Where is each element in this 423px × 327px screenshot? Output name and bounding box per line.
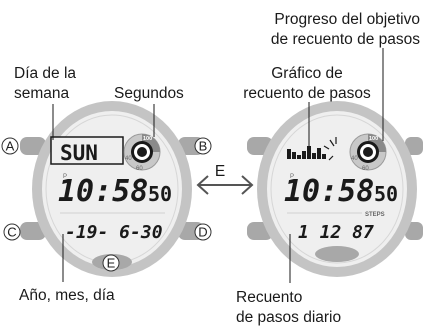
button-d-marker: D — [194, 223, 212, 241]
left-watch-seconds: 50 — [148, 182, 172, 206]
right-watch-face-inner — [270, 114, 404, 264]
right-watch-indicator: P — [290, 174, 294, 180]
switch-arrow: E — [196, 163, 254, 195]
switch-arrow-label: E — [215, 163, 225, 180]
label-seconds: Segundos — [114, 85, 184, 102]
right-watch-dial-mark-100: 100 — [369, 136, 378, 142]
right-watch-seconds: 50 — [374, 182, 398, 206]
label-day-of-week-line1: Día de la — [14, 65, 76, 82]
leader-lines — [52, 48, 384, 283]
right-watch-time: 10:58 — [284, 174, 374, 209]
right-watch-button-e-shape[interactable] — [315, 246, 359, 262]
label-date: Año, mes, día — [19, 287, 115, 304]
left-watch-button-c-shape[interactable] — [20, 222, 46, 240]
label-step-goal-line1: Progreso del objetivo — [274, 11, 420, 28]
label-step-graph-line2: recuento de pasos — [243, 85, 371, 102]
left-watch-dial-mark-100: 100 — [143, 136, 152, 142]
left-watch-date: -19- 6-30 — [65, 222, 163, 243]
label-day-of-week-line2: semana — [14, 85, 70, 102]
left-watch-button-a-shape[interactable] — [20, 137, 46, 155]
label-step-graph-line1: Gráfico de — [271, 65, 343, 82]
button-e-marker: E — [102, 254, 120, 272]
left-watch-upper-lcd-frame — [50, 136, 124, 165]
button-b-marker: B — [194, 137, 212, 155]
right-watch-steps-label: STEPS — [365, 212, 385, 218]
left-watch-dial-mark-40: 40 — [125, 156, 132, 162]
button-a-marker: A — [1, 137, 19, 155]
left-watch-seconds-dial: 100 40 60 — [123, 133, 161, 172]
right-watch-dial-mark-40: 40 — [351, 156, 358, 162]
button-c-marker: C — [3, 223, 21, 241]
button-a-letter: A — [6, 139, 15, 154]
right-watch-steps: 1 12 87 — [298, 222, 374, 243]
label-step-goal-line2: de recuento de pasos — [271, 31, 420, 48]
left-watch-time: 10:58 — [58, 174, 148, 209]
right-watch-button-b-shape[interactable] — [405, 137, 423, 155]
button-e-letter: E — [107, 256, 116, 271]
label-daily-steps-line2: de pasos diario — [236, 309, 341, 326]
label-daily-steps-line1: Recuento — [236, 289, 302, 306]
left-watch-day: SUN — [60, 141, 98, 165]
right-watch-step-graph — [287, 137, 337, 161]
right-watch: 100 40 60 P 10:58 50 STEPS 1 12 87 — [247, 101, 423, 277]
button-c-letter: C — [7, 225, 16, 240]
right-watch-dial-mark-60: 60 — [362, 166, 369, 172]
button-b-letter: B — [199, 139, 208, 154]
button-d-letter: D — [198, 225, 207, 240]
left-watch: SUN 100 40 60 P 10:58 50 -19- 6-30 — [20, 101, 204, 277]
left-watch-indicator: P — [63, 174, 67, 180]
right-watch-goal-dial: 100 40 60 — [349, 133, 387, 172]
left-watch-dial-mark-60: 60 — [136, 166, 143, 172]
right-watch-button-d-shape[interactable] — [405, 222, 423, 240]
